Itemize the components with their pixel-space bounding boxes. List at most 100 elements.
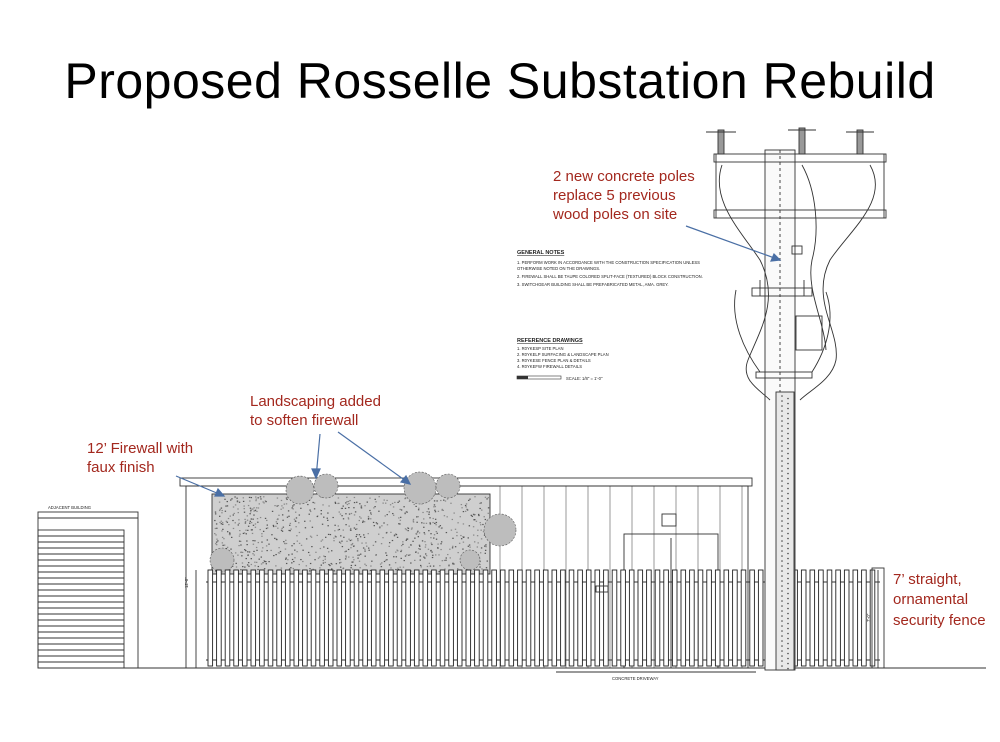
adjacent-building-label: ADJACENT BUILDING xyxy=(48,505,91,510)
pole-dot xyxy=(787,622,789,625)
firewall-speckle xyxy=(255,496,257,498)
firewall-speckle xyxy=(250,509,252,511)
firewall-speckle xyxy=(268,561,270,563)
firewall-speckle xyxy=(382,502,384,504)
fence-picket xyxy=(267,569,274,667)
firewall-speckle xyxy=(264,560,266,563)
firewall-speckle xyxy=(417,552,419,554)
firewall-speckle xyxy=(264,517,267,519)
firewall-speckle xyxy=(423,522,425,524)
firewall-speckle xyxy=(462,510,465,513)
fence-picket xyxy=(207,569,214,667)
firewall-speckle xyxy=(270,549,272,552)
firewall-speckle xyxy=(255,546,258,549)
shrub xyxy=(483,513,517,547)
firewall-speckle xyxy=(435,521,438,524)
firewall-speckle xyxy=(308,513,310,515)
firewall-speckle xyxy=(426,511,428,513)
firewall-speckle xyxy=(358,560,361,562)
firewall-speckle xyxy=(325,536,327,538)
firewall-speckle xyxy=(244,549,246,551)
firewall-speckle xyxy=(386,524,389,526)
firewall-speckle xyxy=(232,514,234,516)
fence-picket xyxy=(714,569,721,667)
firewall-speckle xyxy=(431,556,434,559)
firewall-speckle xyxy=(482,531,485,533)
fence-picket xyxy=(508,569,515,667)
firewall-speckle xyxy=(215,523,218,525)
firewall-speckle xyxy=(348,556,350,558)
firewall-speckle xyxy=(408,500,411,502)
pole-dot xyxy=(787,562,789,565)
fence-picket xyxy=(740,569,747,667)
fence-picket xyxy=(671,569,678,667)
firewall-speckle xyxy=(355,535,357,538)
firewall-speckle xyxy=(447,553,449,556)
firewall-speckle xyxy=(367,517,370,519)
firewall-speckle xyxy=(242,566,244,568)
firewall-speckle xyxy=(462,536,465,538)
shrub xyxy=(313,473,339,499)
fence-picket xyxy=(551,569,558,667)
firewall-speckle xyxy=(472,513,475,515)
firewall-speckle xyxy=(423,518,425,520)
firewall-speckle xyxy=(298,522,300,524)
firewall-speckle xyxy=(276,522,278,525)
firewall-speckle xyxy=(471,515,473,517)
pole-dot xyxy=(787,447,789,450)
firewall-speckle xyxy=(418,507,420,509)
firewall-speckle xyxy=(335,536,337,538)
firewall-speckle xyxy=(250,563,253,566)
firewall-speckle xyxy=(408,554,410,556)
reference-heading: REFERENCE DRAWINGS xyxy=(517,338,583,344)
firewall-speckle xyxy=(277,552,280,554)
firewall-speckle xyxy=(283,541,285,543)
firewall-speckle xyxy=(294,520,297,522)
pole-dot xyxy=(781,565,783,567)
firewall-speckle xyxy=(361,542,363,544)
firewall-speckle xyxy=(464,510,467,512)
firewall-speckle xyxy=(469,546,471,548)
firewall-speckle xyxy=(280,529,283,531)
reference-drawing: 4. R0YKEFW FIREWALL DETAILS xyxy=(517,364,582,369)
pole-dot xyxy=(781,395,783,397)
firewall xyxy=(211,493,491,575)
fence-picket xyxy=(732,569,738,667)
firewall-speckle xyxy=(476,535,479,537)
firewall-speckle xyxy=(322,504,324,506)
firewall-speckle xyxy=(219,508,221,510)
pole-dot xyxy=(781,525,783,527)
firewall-speckle xyxy=(261,533,263,535)
firewall-speckle xyxy=(289,530,291,532)
firewall-speckle xyxy=(271,510,274,512)
firewall-speckle xyxy=(358,554,360,556)
pole-dot xyxy=(781,590,783,592)
pole-dot xyxy=(781,630,783,632)
firewall-speckle xyxy=(381,562,383,564)
firewall-speckle xyxy=(215,543,217,545)
pole-dot xyxy=(781,475,783,477)
firewall-speckle xyxy=(415,505,417,507)
firewall-speckle xyxy=(339,566,342,568)
scale-label: SCALE: 1/8" = 1'-0" xyxy=(566,376,603,381)
firewall-speckle xyxy=(215,541,218,543)
firewall-speckle xyxy=(294,549,296,551)
firewall-speckle xyxy=(378,496,380,498)
firewall-speckle xyxy=(428,530,430,532)
firewall-speckle xyxy=(345,556,347,558)
firewall-speckle xyxy=(357,557,359,559)
firewall-speckle xyxy=(364,550,366,552)
firewall-speckle xyxy=(313,502,316,504)
pole-dot xyxy=(781,405,783,407)
firewall-speckle xyxy=(410,570,413,572)
firewall-speckle xyxy=(228,524,230,526)
firewall-speckle xyxy=(327,533,330,536)
firewall-speckle xyxy=(289,522,292,525)
firewall-speckle xyxy=(224,510,227,512)
fence-picket xyxy=(284,569,291,667)
pole-dot xyxy=(787,442,789,445)
firewall-speckle xyxy=(238,501,241,503)
firewall-speckle xyxy=(356,534,358,536)
firewall-speckle xyxy=(437,543,439,545)
